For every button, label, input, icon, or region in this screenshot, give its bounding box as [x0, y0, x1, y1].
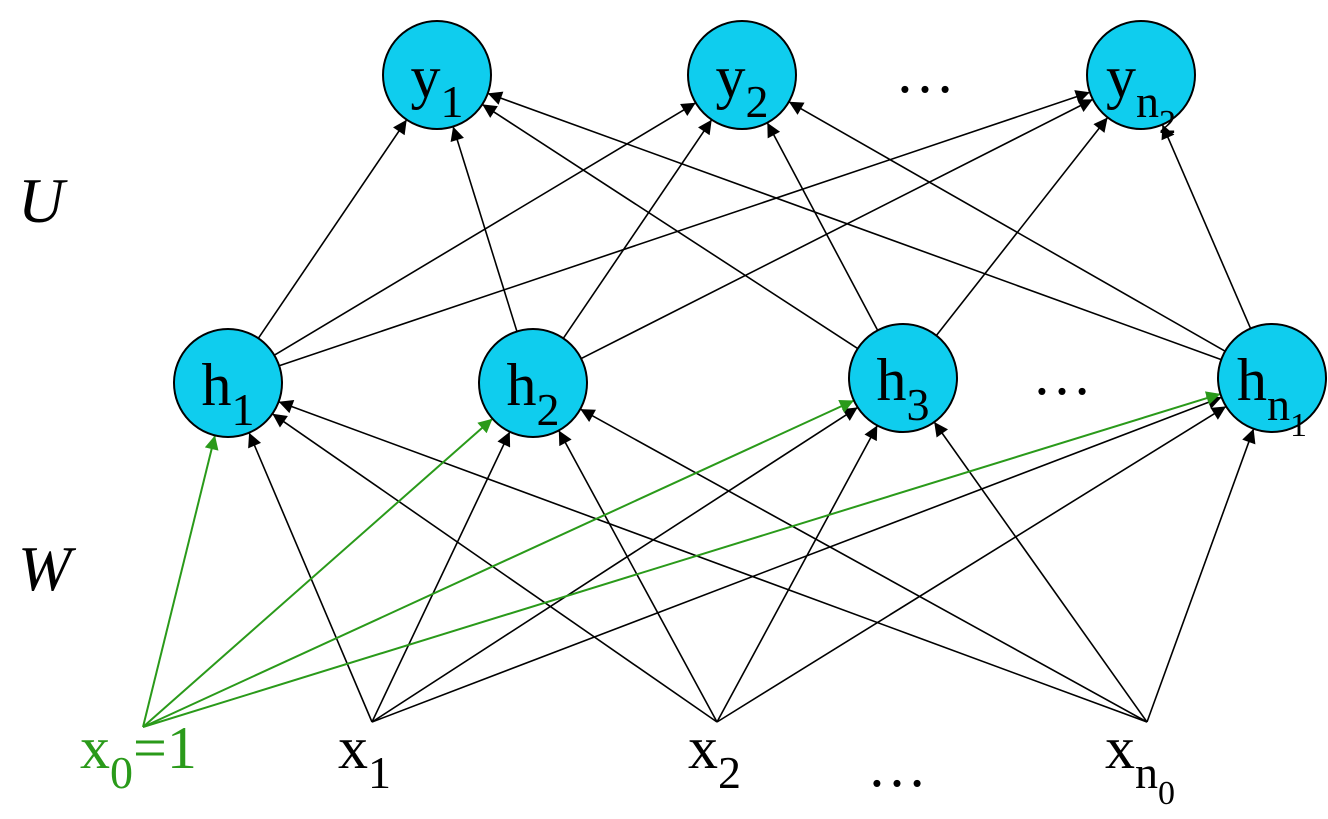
subscript: 2 — [746, 76, 769, 127]
edge-x2-h4 — [716, 405, 1227, 723]
edge-h4-y2 — [788, 101, 1226, 352]
y1-node: y1 — [382, 20, 492, 130]
sub-subscript: 1 — [1290, 407, 1307, 444]
sub-subscript: 0 — [1158, 775, 1175, 812]
xn-input-label: xn0 — [1105, 715, 1175, 812]
subscript: 3 — [907, 379, 930, 430]
layer-label-w: W — [18, 533, 77, 604]
edge-x3-h4 — [1146, 428, 1256, 723]
x1-input-label: x1 — [338, 715, 391, 798]
edge-x1-h1 — [248, 432, 373, 723]
edge-h3-y2 — [766, 122, 879, 331]
edge-h3-y1 — [481, 103, 859, 350]
symbol: x — [80, 715, 110, 781]
hn-circle — [1217, 323, 1327, 433]
edge-x2-h3 — [716, 425, 879, 723]
y1-label: y1 — [411, 44, 464, 127]
bias-edges — [142, 391, 1221, 728]
edge-h2-y2 — [562, 119, 713, 339]
symbol: h — [507, 352, 537, 418]
yn-label: yn2 — [1106, 44, 1176, 141]
y2-circle — [687, 20, 797, 130]
symbol: h — [1237, 347, 1267, 413]
h1-label: h1 — [202, 352, 255, 435]
input-ellipsis: … — [867, 733, 927, 799]
edge-x3-h1 — [278, 399, 1148, 723]
bias-edge-h3 — [142, 399, 855, 728]
h2-circle — [478, 328, 588, 438]
layer-label-u: U — [18, 165, 68, 236]
subscript: 1 — [441, 76, 464, 127]
subscript: 1 — [232, 384, 255, 435]
edge-x2-h2 — [558, 430, 718, 723]
hidden-to-output-edges — [257, 90, 1252, 367]
edge-h2-y1 — [450, 126, 518, 332]
symbol: y — [1106, 44, 1136, 110]
hidden-ellipsis: … — [1032, 341, 1092, 407]
x2-input-label: x2 — [688, 715, 741, 798]
symbol: y — [411, 44, 441, 110]
edge-x2-h1 — [271, 413, 718, 723]
subscript: 1 — [368, 747, 391, 798]
bias-edge-h2 — [142, 417, 494, 728]
symbol: x — [688, 715, 718, 781]
sub-subscript: 2 — [1159, 104, 1176, 141]
symbol: y — [716, 44, 746, 110]
subscript: 2 — [718, 747, 741, 798]
input-to-hidden-edges — [248, 395, 1256, 723]
edge-h1-y3 — [278, 90, 1091, 367]
bias-input-label: x0=1 — [80, 715, 197, 798]
y2-label: y2 — [716, 44, 769, 127]
y1-circle — [382, 20, 492, 130]
subscript: n — [1135, 747, 1158, 798]
hn-node: hn1 — [1217, 323, 1327, 444]
symbol: x — [1105, 715, 1135, 781]
h1-node: h1 — [173, 328, 283, 438]
y2-node: y2 — [687, 20, 797, 130]
bias-value: =1 — [133, 715, 197, 781]
h2-node: h2 — [478, 328, 588, 438]
h1-circle — [173, 328, 283, 438]
symbol: x — [338, 715, 368, 781]
h3-node: h3 — [848, 323, 958, 433]
edge-x3-h2 — [579, 408, 1148, 723]
h3-label: h3 — [877, 347, 930, 430]
h2-label: h2 — [507, 352, 560, 435]
edge-x1-h3 — [371, 406, 859, 723]
edge-h4-y3 — [1161, 124, 1252, 329]
hn-label: hn1 — [1237, 347, 1307, 444]
subscript: n — [1267, 379, 1290, 430]
yn-circle — [1086, 20, 1196, 130]
h3-circle — [848, 323, 958, 433]
bias-edge-h4 — [142, 391, 1221, 728]
subscript: n — [1136, 76, 1159, 127]
output-ellipsis: … — [895, 39, 955, 105]
yn-node: yn2 — [1086, 20, 1196, 141]
subscript: 2 — [537, 384, 560, 435]
edge-x1-h2 — [371, 431, 511, 723]
subscript: 0 — [110, 747, 133, 798]
edge-h1-y1 — [257, 119, 408, 339]
edge-x1-h4 — [371, 395, 1222, 723]
symbol: h — [877, 347, 907, 413]
bias-edge-h1 — [142, 435, 219, 728]
edge-h3-y3 — [935, 117, 1109, 337]
edge-h2-y3 — [580, 98, 1094, 360]
symbol: h — [202, 352, 232, 418]
edge-h4-y1 — [487, 91, 1222, 361]
